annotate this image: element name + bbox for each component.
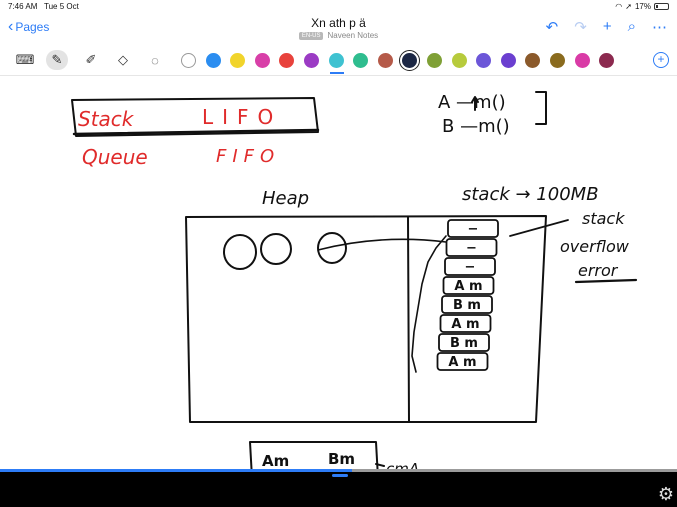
color-swatch[interactable] <box>550 53 565 68</box>
heap-label: Heap <box>262 188 309 209</box>
keyboard-icon[interactable]: ⌨ <box>15 52 35 67</box>
fifo-label: FIFO <box>216 146 280 167</box>
subtitle: EN-US Naveen Notes <box>0 31 677 40</box>
stack-frame-label: A m <box>451 317 479 332</box>
battery-percent: 17% <box>634 2 651 11</box>
so-line3: error <box>578 261 619 280</box>
bottom-a-frame: Am <box>262 452 289 469</box>
memory-divider <box>407 216 410 423</box>
so-line2: overflow <box>560 237 630 256</box>
chevron-left-icon: ‹ <box>8 18 14 35</box>
color-swatch[interactable] <box>304 53 319 68</box>
gear-icon[interactable]: ⚙ <box>657 484 674 504</box>
stack-frame-label: B m <box>453 298 481 313</box>
status-time: 7:46 AM <box>8 2 38 11</box>
status-bar: 7:46 AM Tue 5 Oct ◠ ➚ 17% <box>0 0 677 14</box>
color-swatch[interactable] <box>500 53 516 68</box>
stack-frame-label: − <box>468 222 479 237</box>
status-date: Tue 5 Oct <box>44 2 79 11</box>
stack-frame-box <box>447 219 499 238</box>
heap-object-1 <box>223 234 257 270</box>
stack-overflow-pointer <box>509 219 569 237</box>
note-canvas[interactable]: − − − A m B m A m B m A m Stack LIFO Queue FIFO… <box>0 76 677 469</box>
heap-object-2 <box>260 233 292 265</box>
stack-frame-label: B m <box>450 336 478 351</box>
bottom-b-frame: Bm <box>328 450 355 468</box>
page-scroll-handle[interactable] <box>332 474 348 477</box>
add-color-button[interactable]: + <box>653 52 669 68</box>
stack-frames: − − − A m B m A m B m A m <box>436 219 499 371</box>
redo-icon[interactable]: ↷ <box>574 19 587 36</box>
color-swatch[interactable] <box>230 53 246 68</box>
color-swatch[interactable] <box>574 53 590 68</box>
stack-size-label: stack → 100MB <box>462 184 599 205</box>
notebook-name: Naveen Notes <box>327 31 379 40</box>
queue-label: Queue <box>82 145 148 169</box>
nav-actions: ↶ ↷ + ⌕ ⋯ <box>546 18 667 36</box>
stack-label: Stack <box>78 107 135 131</box>
more-icon[interactable]: ⋯ <box>652 19 667 36</box>
bottom-cma-label: cmA <box>386 460 419 469</box>
memory-box <box>185 215 547 423</box>
pen-icon[interactable]: ✎ <box>46 50 68 70</box>
stack-lifo-box <box>71 97 319 137</box>
lifo-label: LIFO <box>202 105 282 129</box>
location-icon: ➚ <box>625 2 632 11</box>
highlighter-icon[interactable]: ✐ <box>85 52 97 67</box>
color-indicator <box>330 72 344 74</box>
battery-icon <box>654 3 669 10</box>
color-swatch[interactable] <box>328 53 344 68</box>
lasso-icon[interactable]: ◌ <box>151 52 159 68</box>
stack-frame-box <box>444 257 496 276</box>
wifi-icon: ◠ <box>615 2 623 11</box>
page-title[interactable]: Xn ath p ä <box>311 16 366 30</box>
stack-frame-box <box>445 238 498 257</box>
bottom-stack-box <box>249 441 379 469</box>
a-calls-line: A —m() <box>438 92 506 113</box>
ab-bracket <box>535 91 547 125</box>
so-line1: stack <box>582 209 625 228</box>
b-calls-line: B —m() <box>442 116 510 137</box>
color-swatch[interactable] <box>427 53 442 68</box>
color-swatch[interactable] <box>205 53 221 68</box>
color-swatch[interactable] <box>279 53 295 68</box>
color-swatch[interactable] <box>181 53 196 68</box>
color-swatch[interactable] <box>599 53 615 68</box>
status-right: ◠ ➚ 17% <box>615 2 669 11</box>
color-swatch[interactable] <box>377 53 393 68</box>
video-controls-bg <box>0 472 677 507</box>
eraser-icon[interactable]: ◇ <box>118 52 128 67</box>
stack-frame-label: A m <box>448 355 476 370</box>
stack-frame-box <box>442 276 495 295</box>
language-badge: EN-US <box>298 31 324 40</box>
drawing-toolbar: ⌨ ✎ ✐ ◇ ◌ + <box>0 44 677 76</box>
stack-frame-label: − <box>465 260 476 275</box>
color-swatch[interactable] <box>254 53 270 68</box>
stack-frame-box <box>438 333 490 352</box>
nav-bar: ‹ Pages Xn ath p ä EN-US Naveen Notes ↶ … <box>0 14 677 44</box>
back-button[interactable]: ‹ Pages <box>8 18 50 35</box>
stack-frame-box <box>436 352 489 371</box>
add-icon[interactable]: + <box>602 18 612 35</box>
color-swatch[interactable] <box>525 53 541 68</box>
video-progress-fill <box>0 469 353 472</box>
heap-object-3 <box>317 232 347 264</box>
color-swatch[interactable] <box>353 53 369 68</box>
handwriting: − − − A m B m A m B m A m Stack LIFO Queue FIFO… <box>71 91 638 469</box>
color-swatch[interactable] <box>451 53 467 68</box>
undo-icon[interactable]: ↶ <box>545 19 559 36</box>
search-icon[interactable]: ⌕ <box>627 18 636 35</box>
color-swatch[interactable] <box>476 53 492 68</box>
stack-frame-box <box>441 295 493 314</box>
stack-frame-label: A m <box>454 279 482 294</box>
color-swatch[interactable] <box>399 50 421 71</box>
stack-frame-box <box>439 314 492 333</box>
title-area: Xn ath p ä EN-US Naveen Notes <box>0 16 677 40</box>
stack-frame-label: − <box>466 241 477 256</box>
back-label: Pages <box>15 20 50 34</box>
